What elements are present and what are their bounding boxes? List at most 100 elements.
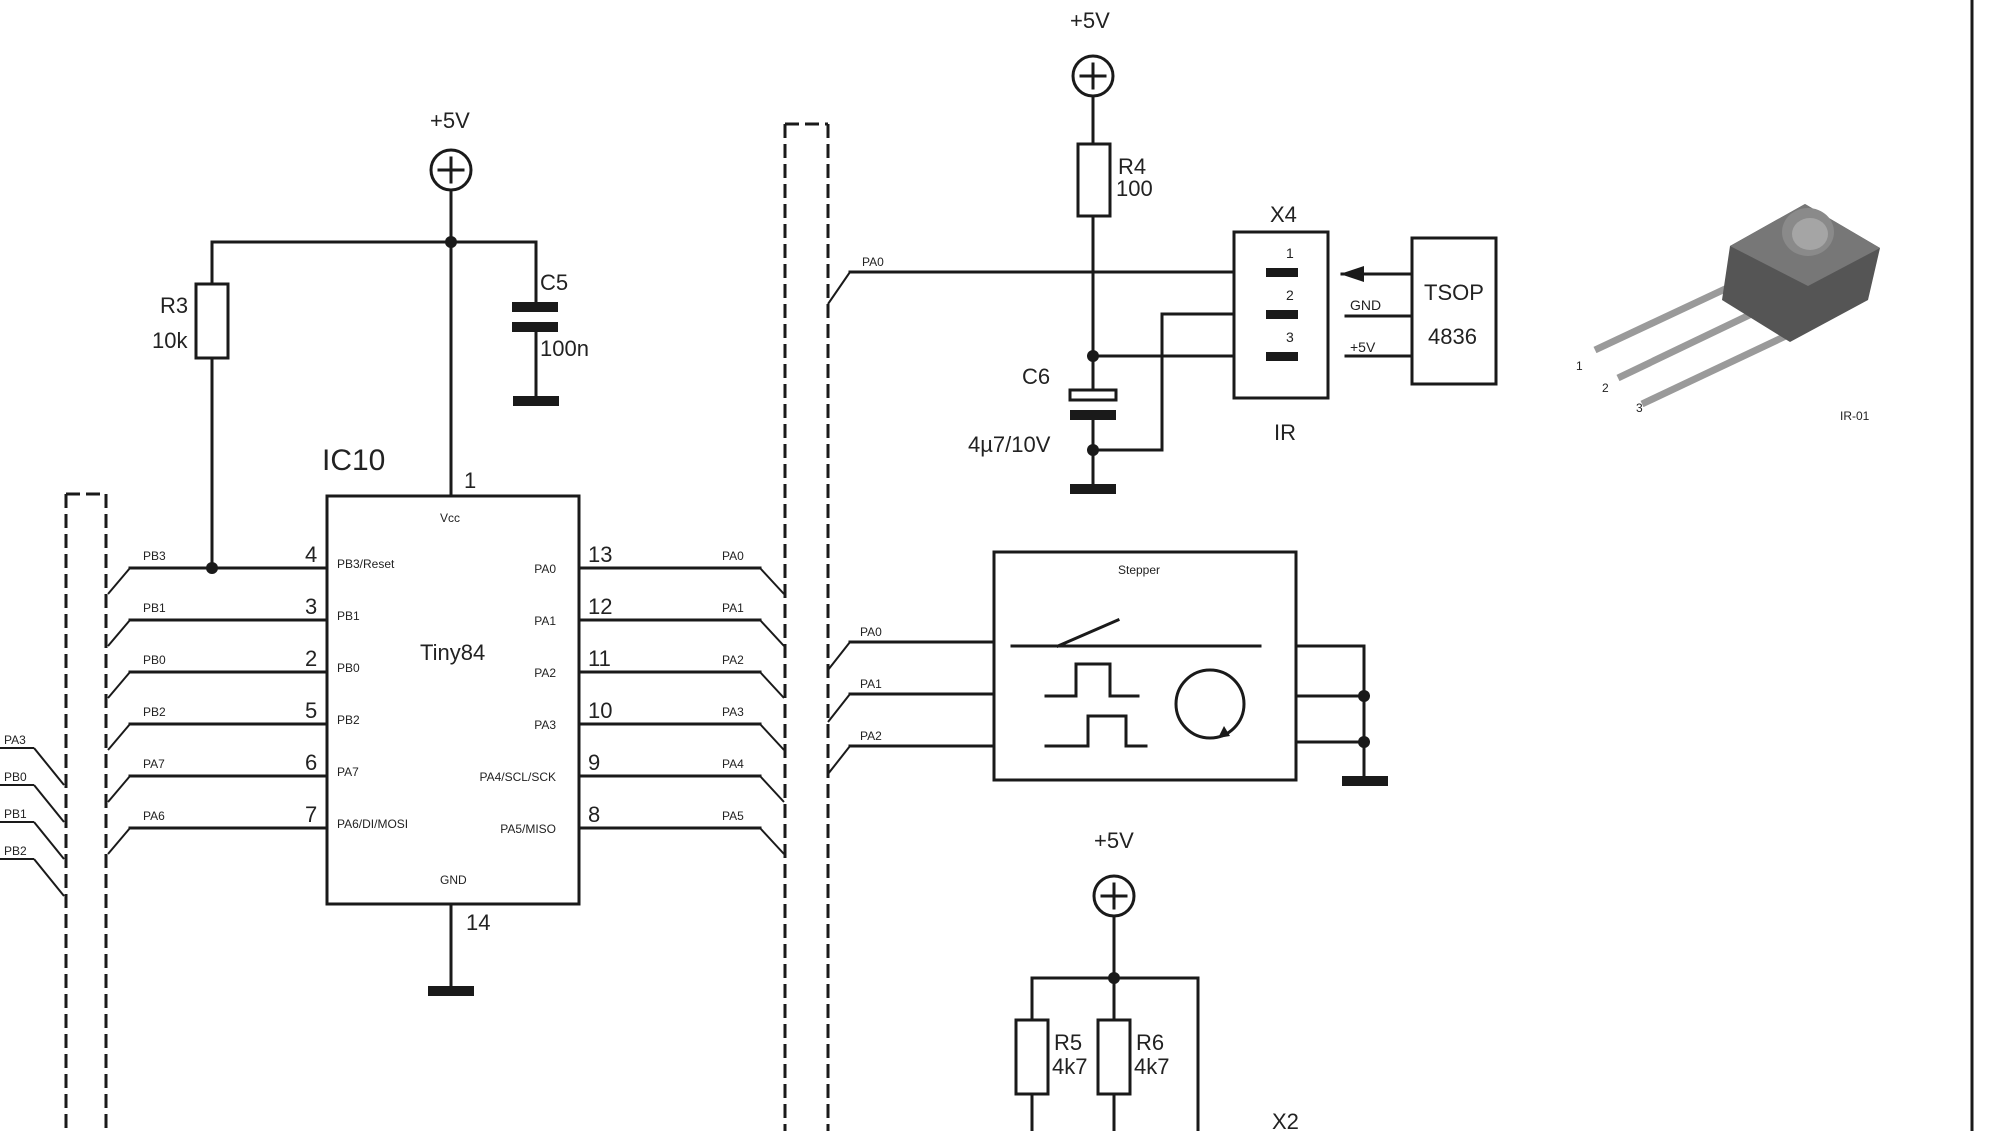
left-net-pa7: PA7 (143, 757, 165, 771)
x4-pin-1: 1 (1286, 245, 1294, 261)
ic10-left-pin-3-name: PB1 (337, 609, 360, 623)
left-net-pb2: PB2 (143, 705, 166, 719)
r5-ref: R5 (1054, 1030, 1082, 1055)
stepper-input-wires (827, 640, 996, 775)
tsop-line2: 4836 (1428, 324, 1477, 349)
right-net-pa0: PA0 (722, 549, 744, 563)
ir-receiver-package-illustration (1593, 204, 1880, 408)
ic10-right-pin-11-num: 11 (588, 646, 611, 671)
stepper-net-2: PA1 (860, 677, 882, 691)
ic10-right-pin-8-name: PA5/MISO (500, 822, 556, 836)
ic10-vcc-pin: 1 (464, 468, 476, 493)
ic10-left-pin-7-num: 7 (305, 802, 317, 827)
ic10-left-pin-4-num: 4 (305, 542, 317, 567)
supply-label-pullups: +5V (1094, 828, 1134, 853)
ic10-right-pin-12-name: PA1 (534, 614, 556, 628)
ic10-left-pin-3-num: 3 (305, 594, 317, 619)
ic10-left-pin-wires (107, 566, 329, 855)
supply-symbol-pullups (1092, 874, 1136, 918)
ic10-left-pin-7-name: PA6/DI/MOSI (337, 817, 408, 831)
right-net-pa3: PA3 (722, 705, 744, 719)
c6-ref: C6 (1022, 364, 1050, 389)
r4-ref: R4 (1118, 154, 1146, 179)
c5-ref: C5 (540, 270, 568, 295)
resistor-r5 (1014, 1018, 1050, 1096)
right-net-pa2: PA2 (722, 653, 744, 667)
ic10-left-pin-5-num: 5 (305, 698, 317, 723)
ic10-right-pin-9-num: 9 (588, 750, 600, 775)
ground-ic10 (428, 986, 474, 996)
left-net-pb0: PB0 (143, 653, 166, 667)
ic10-right-pin-8-num: 8 (588, 802, 600, 827)
left-edge-net-pb0: PB0 (4, 770, 27, 784)
ground-c5 (513, 396, 559, 406)
ic10-gnd-label: GND (440, 873, 467, 887)
ground-c6 (1070, 484, 1116, 494)
c6-value: 4µ7/10V (968, 432, 1051, 457)
supply-symbol-ir (1071, 54, 1115, 98)
r3-value: 10k (152, 328, 188, 353)
package-caption: IR-01 (1840, 409, 1870, 423)
ic10-right-pin-13-num: 13 (588, 542, 612, 567)
r6-value: 4k7 (1134, 1054, 1169, 1079)
r5-value: 4k7 (1052, 1054, 1087, 1079)
x2-ref: X2 (1272, 1109, 1299, 1131)
tsop-signal-arrow (1340, 266, 1364, 282)
capacitor-c6 (1068, 388, 1118, 420)
x4-label: IR (1274, 420, 1296, 445)
ic10-ref: IC10 (322, 444, 385, 477)
right-net-pa5: PA5 (722, 809, 744, 823)
tsop-line1: TSOP (1424, 280, 1484, 305)
stepper-block (992, 550, 1298, 782)
ic10-right-pin-13-name: PA0 (534, 562, 556, 576)
ic10-right-pin-10-num: 10 (588, 698, 612, 723)
ic10-left-pin-6-num: 6 (305, 750, 317, 775)
ic10-right-pin-10-name: PA3 (534, 718, 556, 732)
r3-ref: R3 (160, 293, 188, 318)
x4-pin-3: 3 (1286, 329, 1294, 345)
left-net-pb3: PB3 (143, 549, 166, 563)
x4-pin-2: 2 (1286, 287, 1294, 303)
r6-ref: R6 (1136, 1030, 1164, 1055)
ic10-right-pin-wires (577, 566, 785, 855)
left-bus (0, 492, 108, 1131)
resistor-r3 (194, 282, 230, 360)
right-net-pa4: PA4 (722, 757, 744, 771)
ir-net-label: PA0 (862, 255, 884, 269)
ic10-part: Tiny84 (420, 640, 485, 665)
left-net-pa6: PA6 (143, 809, 165, 823)
resistor-r6 (1096, 1018, 1132, 1096)
r4-value: 100 (1116, 176, 1153, 201)
stepper-internal-symbols (1010, 618, 1262, 748)
x4-ref: X4 (1270, 202, 1297, 227)
right-net-pa1: PA1 (722, 601, 744, 615)
ic10-left-pin-4-name: PB3/Reset (337, 557, 395, 571)
ground-stepper (1342, 776, 1388, 786)
ic10-right-pin-12-num: 12 (588, 594, 612, 619)
ic10-left-pin-2-num: 2 (305, 646, 317, 671)
ic10-left-pin-6-name: PA7 (337, 765, 359, 779)
ic10-left-pin-5-name: PB2 (337, 713, 360, 727)
package-pin-3: 3 (1636, 401, 1643, 415)
left-edge-net-pa3: PA3 (4, 733, 26, 747)
connector-x4 (1232, 230, 1330, 400)
tsop-gnd-label: GND (1350, 297, 1381, 313)
supply-symbol-ic10 (429, 148, 473, 192)
ic10-left-pin-2-name: PB0 (337, 661, 360, 675)
left-edge-net-pb1: PB1 (4, 807, 27, 821)
c5-value: 100n (540, 336, 589, 361)
left-edge-net-pb2: PB2 (4, 844, 27, 858)
left-net-pb1: PB1 (143, 601, 166, 615)
tsop-vcc-label: +5V (1350, 339, 1376, 355)
resistor-r4 (1076, 142, 1112, 218)
ic10-vcc-label: Vcc (440, 511, 460, 525)
capacitor-c5 (512, 302, 558, 332)
supply-label-ic10: +5V (430, 108, 470, 133)
stepper-net-1: PA0 (860, 625, 882, 639)
package-pin-2: 2 (1602, 381, 1609, 395)
package-pin-1: 1 (1576, 359, 1583, 373)
ic10-gnd-pin: 14 (466, 910, 490, 935)
supply-label-ir: +5V (1070, 8, 1110, 33)
stepper-label: Stepper (1118, 563, 1160, 577)
